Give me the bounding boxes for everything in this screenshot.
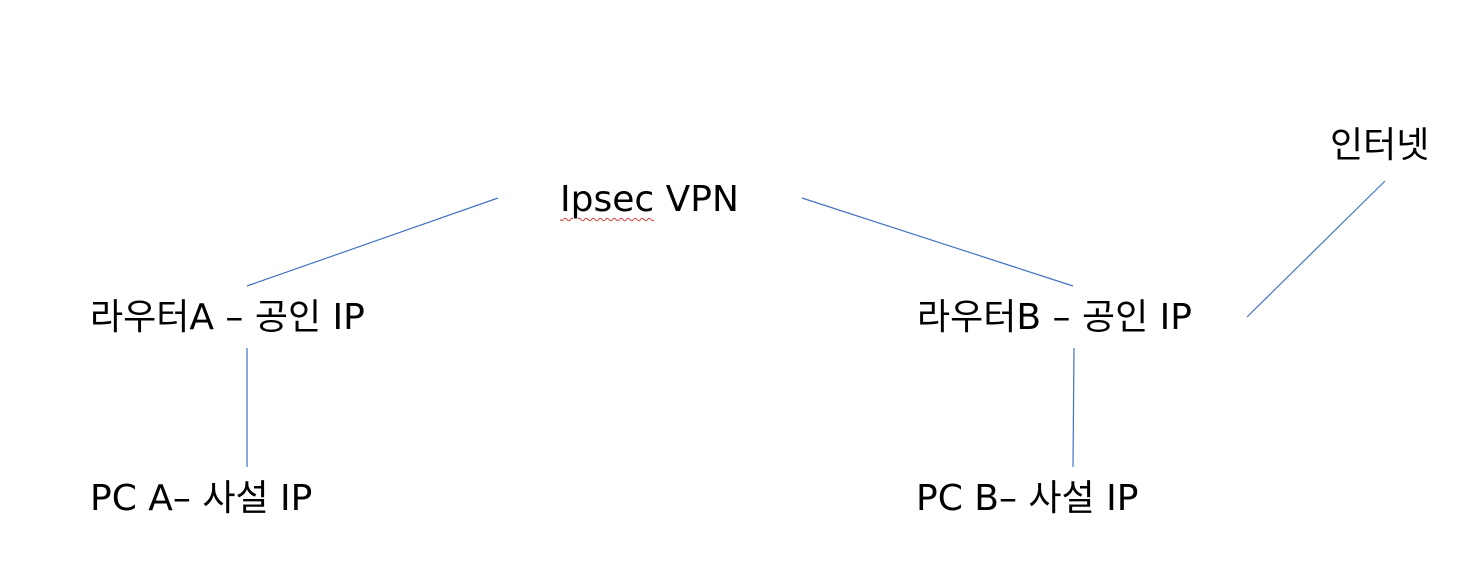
connector-vpn-router-a xyxy=(246,197,499,287)
connector-router-b-internet xyxy=(1246,180,1386,318)
vpn-label-rest: VPN xyxy=(654,179,739,220)
connector-router-b-pc-b xyxy=(1072,347,1075,468)
node-router-b: 라우터B – 공인 IP xyxy=(917,297,1192,338)
node-pc-b: PC B– 사설 IP xyxy=(916,478,1139,519)
node-ipsec-vpn: Ipsec VPN xyxy=(560,182,739,218)
connector-vpn-router-b xyxy=(801,197,1074,287)
node-pc-a: PC A– 사설 IP xyxy=(90,478,313,519)
node-internet: 인터넷 xyxy=(1330,125,1430,166)
node-router-a: 라우터A – 공인 IP xyxy=(90,297,365,338)
vpn-label-first-word: Ipsec xyxy=(560,179,655,220)
